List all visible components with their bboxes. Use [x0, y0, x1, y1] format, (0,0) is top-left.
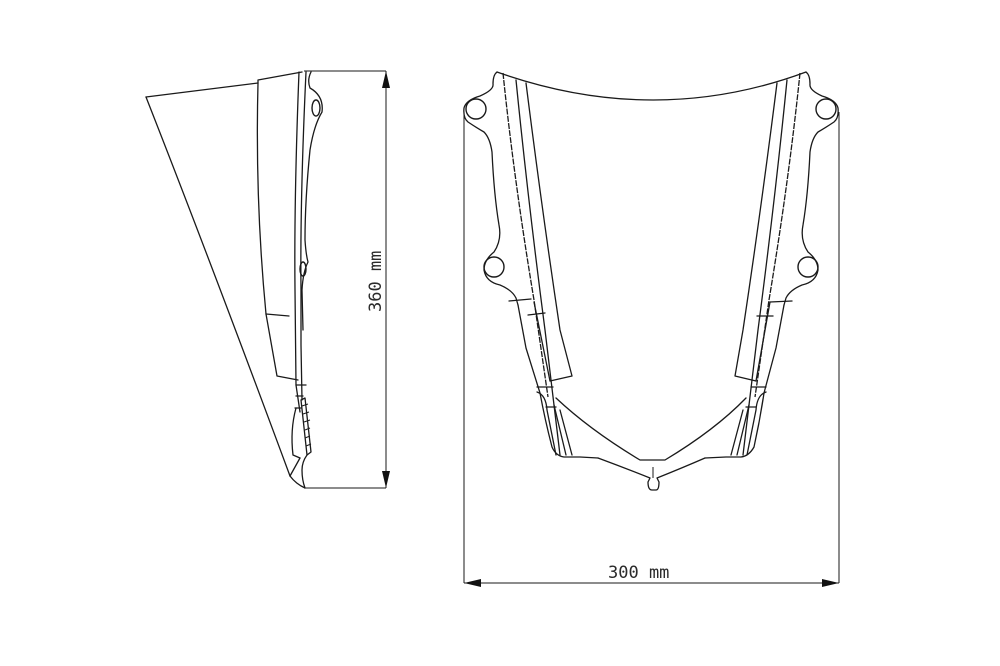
side-upper-mount	[311, 99, 321, 117]
mount-hole-mid-right	[797, 256, 819, 278]
height-dimension: 360 mm	[304, 70, 390, 489]
side-view	[145, 71, 323, 489]
mount-hole-top-left	[465, 98, 487, 120]
side-lower-mount	[299, 261, 307, 277]
mount-hole-top-right	[815, 98, 837, 120]
front-view	[463, 71, 839, 491]
mount-hole-mid-left	[483, 256, 505, 278]
width-dimension-label: 300 mm	[608, 563, 669, 583]
width-dimension: 300 mm	[463, 112, 840, 587]
height-dimension-label: 360 mm	[366, 251, 386, 312]
